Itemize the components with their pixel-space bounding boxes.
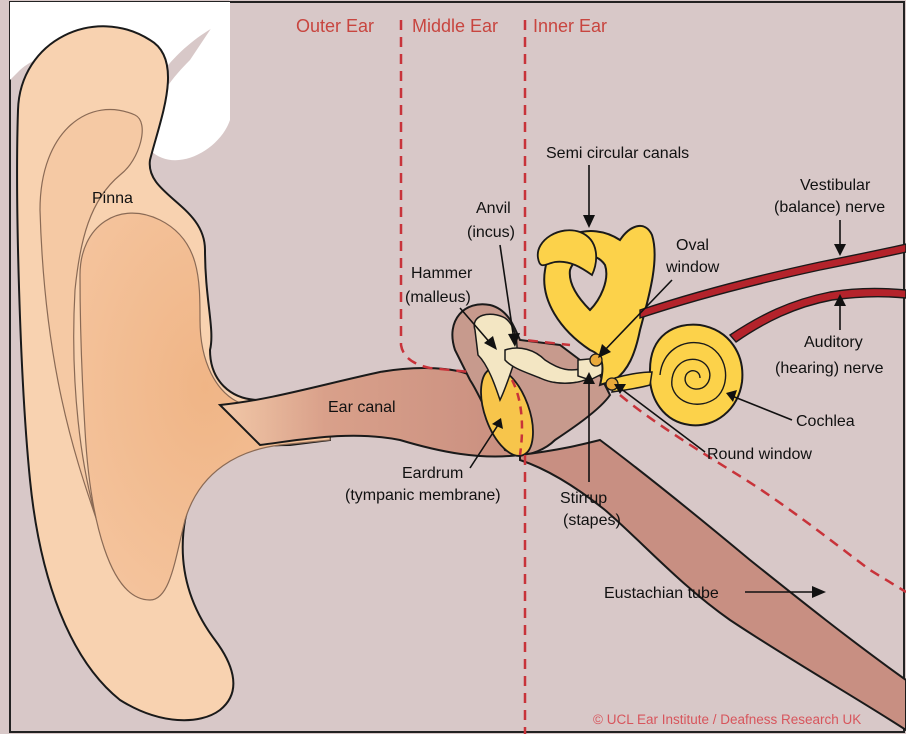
label-eustachian-tube: Eustachian tube: [604, 585, 719, 602]
label-anvil-line2: (incus): [467, 224, 515, 241]
zone-label-middle-ear: Middle Ear: [412, 16, 498, 36]
copyright-credit: © UCL Ear Institute / Deafness Research …: [593, 712, 861, 727]
label-eardrum-line2: (tympanic membrane): [345, 487, 501, 504]
label-vestibular-line1: Vestibular: [800, 177, 871, 194]
label-pinna: Pinna: [92, 190, 133, 207]
label-vestibular-line2: (balance) nerve: [774, 199, 885, 216]
label-stirrup-line1: Stirrup: [560, 490, 607, 507]
label-ear-canal: Ear canal: [328, 399, 396, 416]
label-auditory-line2: (hearing) nerve: [775, 360, 884, 377]
cochlea-shape: [650, 325, 743, 426]
label-hammer-line2: (malleus): [405, 289, 471, 306]
zone-label-outer-ear: Outer Ear: [296, 16, 374, 36]
label-auditory-line1: Auditory: [804, 334, 863, 351]
label-anvil-line1: Anvil: [476, 200, 511, 217]
label-eardrum-line1: Eardrum: [402, 465, 463, 482]
label-semi-circular-canals: Semi circular canals: [546, 145, 689, 162]
label-oval-line1: Oval: [676, 237, 709, 254]
label-round-window: Round window: [707, 446, 812, 463]
label-oval-line2: window: [665, 259, 720, 276]
label-hammer-line1: Hammer: [411, 265, 473, 282]
label-stirrup-line2: (stapes): [563, 512, 621, 529]
zone-label-inner-ear: Inner Ear: [533, 16, 607, 36]
label-cochlea: Cochlea: [796, 413, 855, 430]
